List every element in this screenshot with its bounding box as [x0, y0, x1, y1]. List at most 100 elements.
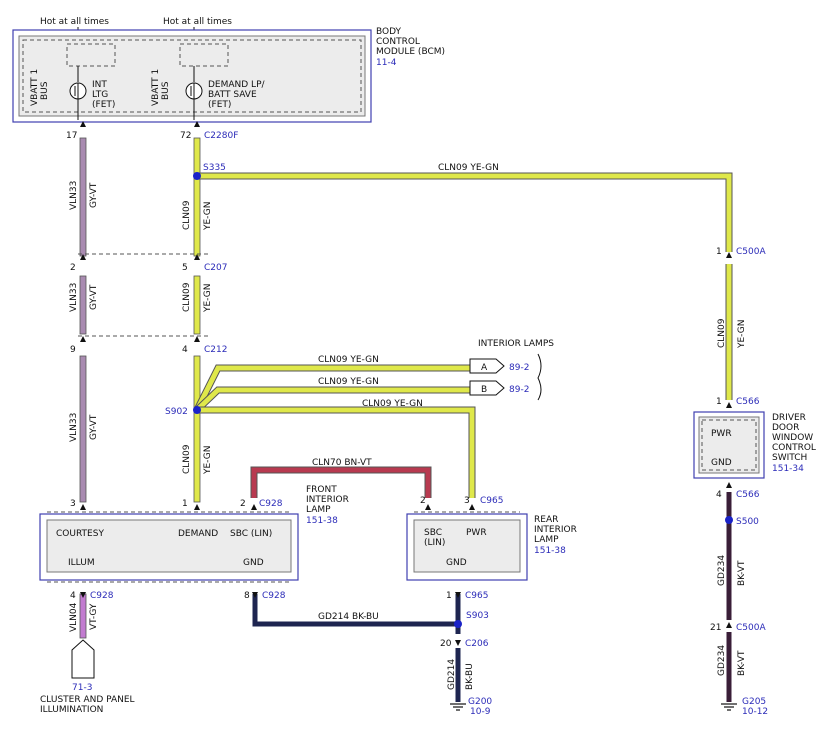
label-c500a-bot: C500A: [736, 623, 766, 633]
hot-at-all-times-label-1: Hot at all times: [40, 17, 109, 27]
splice-s902: [193, 406, 201, 414]
g205-label: G205: [742, 697, 766, 707]
label-c566-top: C566: [736, 397, 760, 407]
label-c206: C206: [465, 639, 489, 649]
label-vln33-c: VLN33: [69, 413, 79, 442]
pin-rear-2: 2: [420, 496, 426, 506]
plug-b-ref: 89-2: [509, 385, 529, 395]
rear-title-1: REAR: [534, 515, 558, 525]
front-courtesy: COURTESY: [56, 529, 104, 539]
label-cln09-a: CLN09: [182, 200, 192, 230]
splices: [193, 172, 733, 628]
bcm-title-1: BODY: [376, 27, 402, 37]
g200-label: G200: [468, 697, 492, 707]
pin-c207-right: 5: [182, 263, 188, 273]
wire-gd214-bkbu: [252, 594, 461, 702]
label-gyvt-a: GY-VT: [89, 182, 99, 208]
splice-s500: [725, 516, 733, 524]
pin-c207-left: 2: [70, 263, 76, 273]
splice-s903: [454, 620, 462, 628]
connector-arrows: [80, 121, 732, 646]
driver-title-5: SWITCH: [772, 453, 807, 463]
label-gd214-v: GD214: [447, 659, 457, 690]
wire-cln70-bnvt: [250, 466, 432, 498]
rear-sbc-1: SBC: [424, 528, 442, 538]
label-vln33-a: VLN33: [69, 181, 79, 210]
plug-a-label: A: [481, 363, 488, 373]
bcm-bus-b: BUS: [161, 81, 171, 100]
fet2-label-2: BATT SAVE: [208, 90, 257, 100]
cluster-connector-icon: [71, 639, 95, 679]
cluster-and-panel-illumination: 71-3 CLUSTER AND PANEL ILLUMINATION: [40, 639, 135, 715]
label-cln09-h2: CLN09 YE-GN: [318, 377, 379, 387]
label-bkvt-a: BK-VT: [737, 560, 747, 586]
bcm-connector: C2280F: [204, 131, 238, 141]
rear-sbc-2: (LIN): [424, 538, 445, 548]
label-cln09-c: CLN09: [182, 444, 192, 474]
bcm-title-2: CONTROL: [376, 37, 420, 47]
bcm-vbatt1-b: VBATT 1: [151, 69, 161, 106]
wire-vln04-vtgy: [79, 593, 87, 639]
label-gyvt-c: GY-VT: [89, 414, 99, 440]
rear-title-3: LAMP: [534, 535, 559, 545]
label-gyvt-b: GY-VT: [89, 284, 99, 310]
hot-at-all-times-label-2: Hot at all times: [163, 17, 232, 27]
interior-lamps-title: INTERIOR LAMPS: [478, 339, 554, 349]
label-cln09-b: CLN09: [182, 282, 192, 312]
wire-labels: VLN33 GY-VT VLN33 GY-VT VLN33 GY-VT CLN0…: [69, 163, 747, 690]
pin-front-4: 4: [70, 591, 76, 601]
plug-b-label: B: [481, 385, 487, 395]
pin-front-1: 1: [182, 499, 188, 509]
ground-g200: G200 10-9: [450, 697, 492, 717]
pin-c566-top: 1: [716, 397, 722, 407]
label-s903: S903: [466, 611, 489, 621]
fet1-label-1: INT: [92, 80, 107, 90]
label-s335: S335: [203, 163, 226, 173]
label-yegn-c: YE-GN: [203, 446, 213, 475]
driver-ref: 151-34: [772, 464, 804, 474]
rear-title-2: INTERIOR: [534, 525, 577, 535]
driver-switch-gnd: GND: [711, 458, 732, 468]
label-c928-b1: C928: [90, 591, 114, 601]
fet2-label-1: DEMAND LP/: [208, 80, 266, 90]
driver-switch-pwr: PWR: [711, 429, 732, 439]
rear-ref: 151-38: [534, 546, 566, 556]
fet2-label-3: (FET): [208, 100, 231, 110]
front-title-1: FRONT: [306, 485, 337, 495]
label-vln04: VLN04: [69, 602, 79, 632]
label-gd234-b: GD234: [717, 645, 727, 676]
label-c212: C212: [204, 345, 227, 355]
label-cln09-h3: CLN09 YE-GN: [362, 399, 423, 409]
label-bkvt-b: BK-VT: [737, 650, 747, 676]
cluster-ref: 71-3: [72, 683, 92, 693]
front-ref: 151-38: [306, 516, 338, 526]
pin-rear-3: 3: [464, 496, 470, 506]
label-s500: S500: [736, 517, 759, 527]
label-yegn-right: YE-GN: [737, 320, 747, 349]
label-yegn-b: YE-GN: [203, 284, 213, 313]
front-interior-lamp: COURTESY DEMAND SBC (LIN) ILLUM GND FRON…: [39, 485, 349, 583]
driver-title-2: DOOR: [772, 423, 799, 433]
front-sbc: SBC (LIN): [230, 529, 272, 539]
pin-c212-right: 4: [182, 345, 188, 355]
ground-g205: G205 10-12: [721, 697, 768, 717]
front-title-3: LAMP: [306, 505, 331, 515]
label-cln09-h1: CLN09 YE-GN: [318, 355, 379, 365]
bcm-inner-box: [18, 35, 366, 117]
pin-c500a-top: 1: [716, 247, 722, 257]
rear-gnd: GND: [446, 558, 467, 568]
label-c566-bot: C566: [736, 490, 760, 500]
label-cln70: CLN70 BN-VT: [312, 458, 372, 468]
wire-vln33-gyvt: [79, 137, 87, 503]
pin-c206: 20: [440, 639, 452, 649]
label-c965-top: C965: [480, 496, 503, 506]
bcm-pin-17: 17: [66, 131, 77, 141]
pin-front-3: 3: [70, 499, 76, 509]
rear-lamp-inner-box: [413, 519, 521, 573]
fet1-label-2: LTG: [92, 90, 108, 100]
wire-cln09-to-driver-switch: [197, 172, 733, 400]
front-illum: ILLUM: [68, 558, 95, 568]
cluster-label-2: ILLUMINATION: [40, 705, 103, 715]
bcm-ref: 11-4: [376, 58, 397, 68]
